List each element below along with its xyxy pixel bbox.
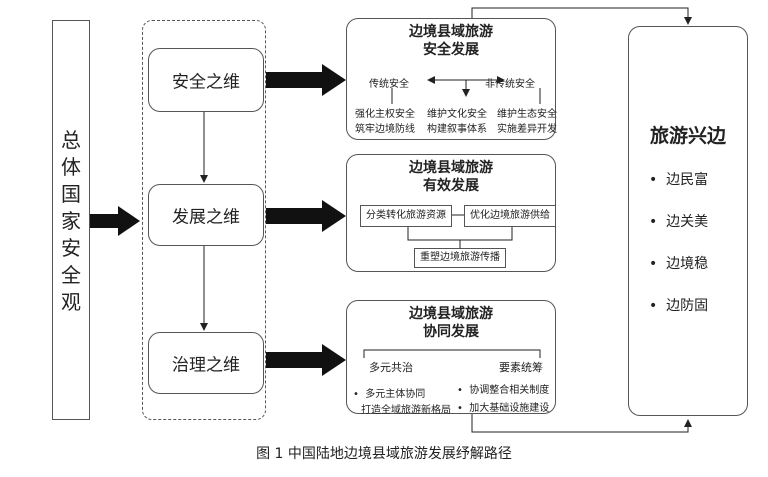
outcome-item-1: • 边民富 bbox=[649, 172, 709, 188]
security-item-2: 维护文化安全 构建叙事体系 bbox=[427, 109, 487, 135]
non-traditional-security-label: 非传统安全 bbox=[485, 79, 535, 90]
dimensions-group bbox=[142, 20, 266, 420]
overall-national-security-box: 总 体 国 家 安 全 观 bbox=[52, 20, 90, 420]
security-development-panel: 边境县域旅游 安全发展 传统安全 非传统安全 强化主权安全 筑牢边境防线 维护文… bbox=[346, 18, 557, 140]
factor-item-2: • 加大基础设施建设 bbox=[457, 403, 550, 414]
coordinated-panel-title-2: 协同发展 bbox=[423, 324, 479, 340]
governance-item-1: • 多元主体协同 bbox=[353, 389, 426, 400]
outcome-item-2: • 边关美 bbox=[649, 214, 709, 230]
security-panel-title-2: 安全发展 bbox=[423, 42, 479, 58]
tourism-border-title: 旅游兴边 bbox=[649, 125, 726, 147]
factor-item-1: • 协调整合相关制度 bbox=[457, 385, 550, 396]
outcome-item-3: • 边境稳 bbox=[649, 256, 709, 272]
traditional-security-label: 传统安全 bbox=[369, 79, 409, 90]
governance-dimension-box: 治理之维 bbox=[148, 332, 264, 394]
reshape-communication-box: 重塑边境旅游传播 bbox=[414, 248, 506, 268]
development-dimension-box: 发展之维 bbox=[148, 184, 264, 246]
security-panel-title-1: 边境县域旅游 bbox=[409, 24, 493, 40]
loop-bottom bbox=[471, 414, 692, 433]
governance-dimension-label: 治理之维 bbox=[172, 355, 240, 376]
development-dimension-label: 发展之维 bbox=[172, 207, 240, 228]
big-arrow-coordinated bbox=[266, 344, 346, 376]
security-item-3: 维护生态安全 实施差异开发 bbox=[497, 109, 557, 135]
tourism-border-prosperity-box: 旅游兴边 • 边民富 • 边关美 • 边境稳 • 边防固 bbox=[628, 26, 748, 416]
big-arrow-effective bbox=[266, 200, 346, 232]
optimize-supply-box: 优化边境旅游供给 bbox=[464, 205, 556, 227]
factor-coordination-label: 要素统筹 bbox=[499, 361, 543, 374]
figure-caption: 图 1 中国陆地边境县域旅游发展纾解路径 bbox=[256, 446, 512, 462]
outcome-item-4: • 边防固 bbox=[649, 298, 709, 314]
security-item-1: 强化主权安全 筑牢边境防线 bbox=[355, 109, 415, 135]
governance-item-2: 打造全域旅游新格局 bbox=[361, 405, 451, 416]
loop-top bbox=[471, 7, 692, 25]
big-arrow-security bbox=[266, 64, 346, 96]
coordinated-panel-title-1: 边境县域旅游 bbox=[409, 306, 493, 322]
security-dimension-box: 安全之维 bbox=[148, 48, 264, 112]
effective-panel-title-1: 边境县域旅游 bbox=[409, 160, 493, 176]
coordinated-development-panel: 边境县域旅游 协同发展 多元共治 要素统筹 • 多元主体协同 打造全域旅游新格局… bbox=[346, 300, 556, 416]
big-arrow-main bbox=[90, 206, 140, 236]
classify-resources-box: 分类转化旅游资源 bbox=[360, 205, 452, 227]
multi-governance-label: 多元共治 bbox=[369, 361, 413, 374]
effective-panel-title-2: 有效发展 bbox=[423, 178, 479, 194]
security-dimension-label: 安全之维 bbox=[172, 72, 240, 93]
